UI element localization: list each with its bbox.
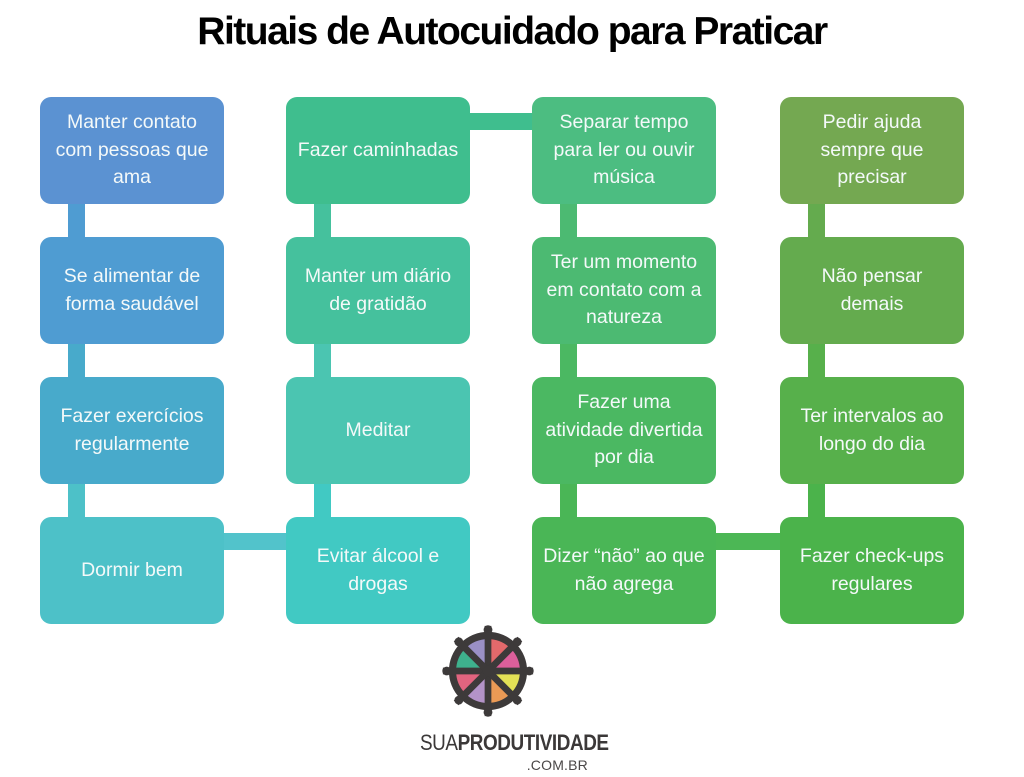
connector-vertical — [314, 204, 331, 237]
brand-logo: SUAPRODUTIVIDADE .COM.BR — [388, 623, 609, 773]
brand-name: SUAPRODUTIVIDADE — [420, 730, 609, 756]
page-title: Rituais de Autocuidado para Praticar — [197, 10, 828, 53]
diagram-box-c2-r4: Evitar álcool e drogas — [286, 517, 470, 624]
connector-vertical — [560, 344, 577, 377]
ship-wheel-logo-icon — [442, 625, 534, 717]
diagram-box-c1-r3: Fazer exercícios regularmente — [40, 377, 224, 484]
brand-name-prefix: SUA — [420, 730, 458, 755]
connector-vertical — [68, 484, 85, 517]
diagram-box-c1-r4: Dormir bem — [40, 517, 224, 624]
diagram-box-c4-r2: Não pensar demais — [780, 237, 964, 344]
connector-vertical — [808, 204, 825, 237]
connector-vertical — [808, 484, 825, 517]
diagram-box-c4-r1: Pedir ajuda sempre que precisar — [780, 97, 964, 204]
diagram-box-c3-r2: Ter um momento em contato com a natureza — [532, 237, 716, 344]
diagram-box-c2-r3: Meditar — [286, 377, 470, 484]
diagram-box-c1-r2: Se alimentar de forma saudável — [40, 237, 224, 344]
connector-vertical — [560, 204, 577, 237]
connector-horizontal — [716, 533, 780, 550]
connector-vertical — [68, 344, 85, 377]
diagram-box-c2-r1: Fazer caminhadas — [286, 97, 470, 204]
diagram-box-c3-r1: Separar tempo para ler ou ouvir música — [532, 97, 716, 204]
connector-vertical — [314, 484, 331, 517]
brand-name-main: PRODUTIVIDADE — [457, 730, 609, 755]
diagram-box-c3-r4: Dizer “não” ao que não agrega — [532, 517, 716, 624]
connector-vertical — [314, 344, 331, 377]
connector-vertical — [68, 204, 85, 237]
diagram-box-c3-r3: Fazer uma atividade divertida por dia — [532, 377, 716, 484]
diagram-box-c2-r2: Manter um diário de gratidão — [286, 237, 470, 344]
connector-horizontal — [470, 113, 532, 130]
brand-domain-suffix: .COM.BR — [526, 757, 588, 773]
connector-horizontal — [224, 533, 286, 550]
diagram-box-c1-r1: Manter contato com pessoas que ama — [40, 97, 224, 204]
diagram-box-c4-r4: Fazer check-ups regulares — [780, 517, 964, 624]
diagram-box-c4-r3: Ter intervalos ao longo do dia — [780, 377, 964, 484]
connector-vertical — [560, 484, 577, 517]
connector-vertical — [808, 344, 825, 377]
